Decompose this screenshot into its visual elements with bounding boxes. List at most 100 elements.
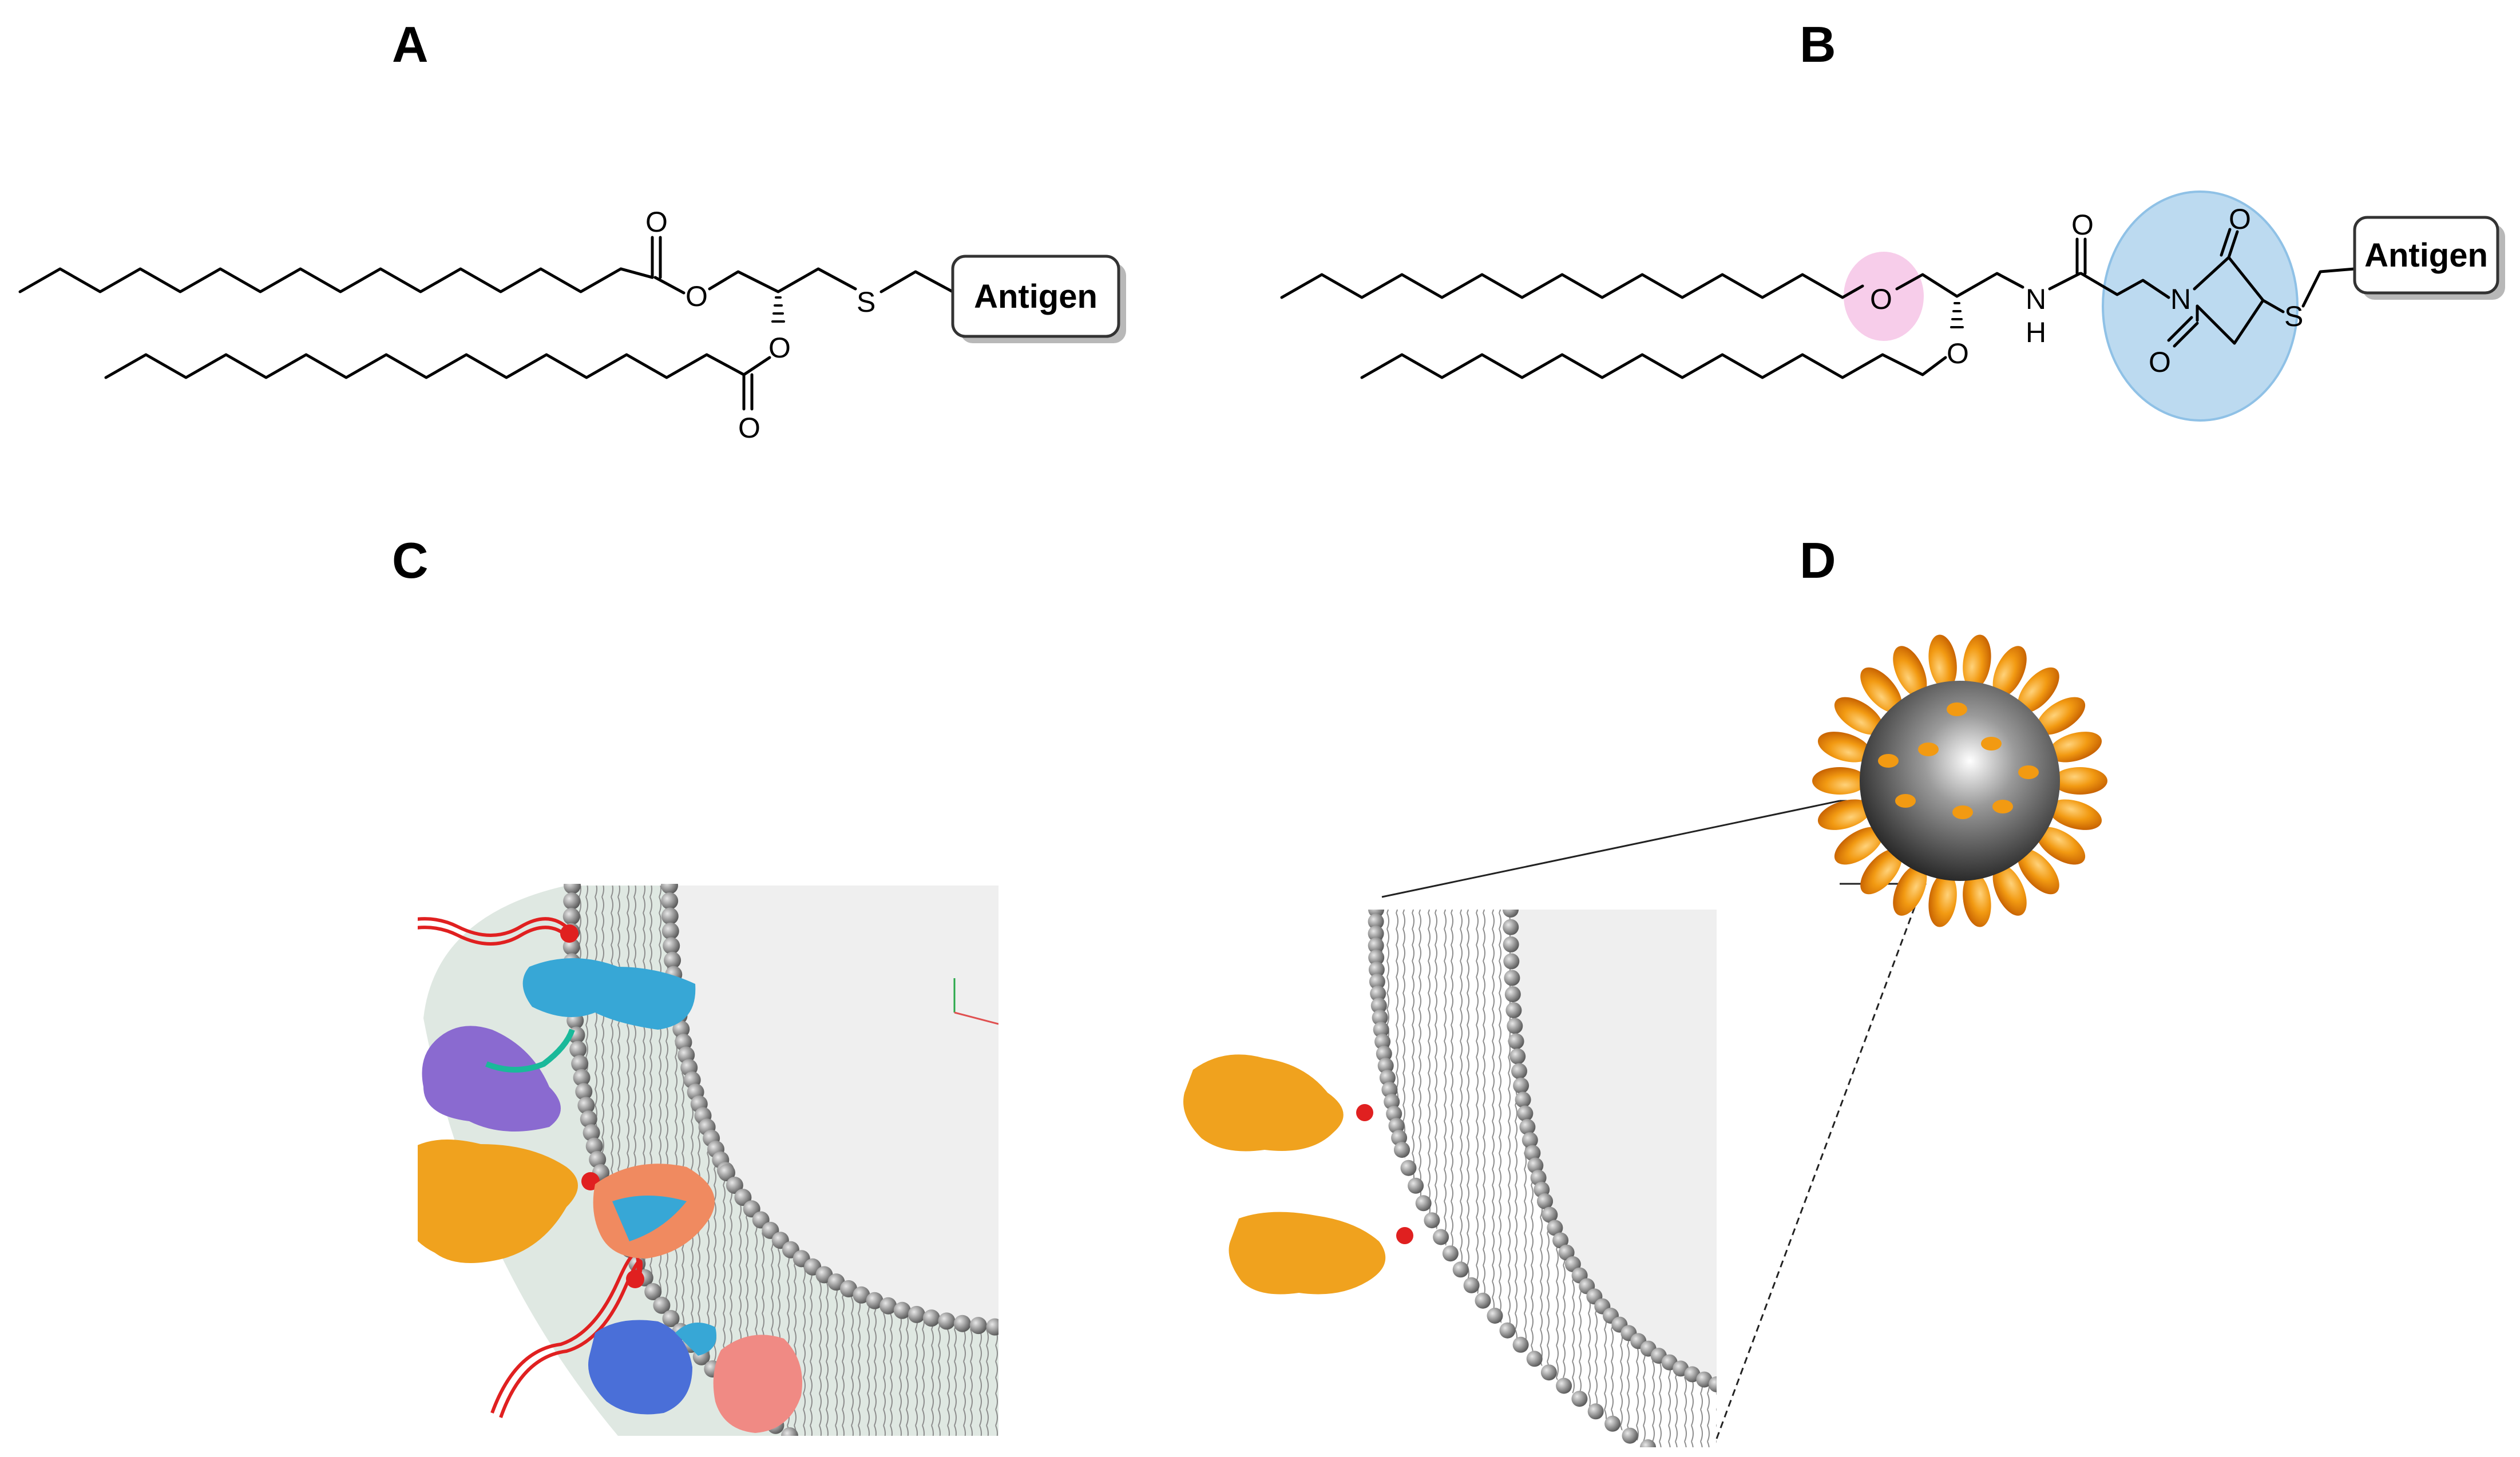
nanoparticle-spike <box>1963 872 1991 927</box>
panel-d-inner-leaflet-beads <box>1503 910 1717 1392</box>
panel-label-a: A <box>392 16 429 73</box>
structure-a-ester-oxygen-top: O <box>686 280 708 312</box>
membrane-bead <box>575 1083 593 1101</box>
membrane-bead <box>1368 914 1384 930</box>
structure-b-amide-hydrogen: H <box>2026 316 2046 348</box>
panel-c-anchor-bottom <box>626 1270 644 1288</box>
panel-d-nanoparticle-surface-dots <box>1878 702 2039 819</box>
structure-a-ester-oxygen-bottom: O <box>768 332 791 364</box>
membrane-bead <box>1507 1018 1523 1034</box>
structure-a-lower-acyl-chain <box>104 353 746 379</box>
panel-c-protein-orange <box>418 1140 578 1263</box>
membrane-bead <box>1505 1002 1522 1019</box>
membrane-bead <box>953 1315 971 1332</box>
membrane-bead <box>661 922 679 940</box>
panel-c-axis-glyph-red <box>954 1011 999 1025</box>
membrane-bead <box>840 1280 857 1297</box>
nanoparticle-spike <box>1812 767 1867 795</box>
panel-d-protein-orange-upper <box>1183 1054 1344 1152</box>
panel-c-protein-cyan-top <box>522 958 696 1030</box>
panel-d-anchor-lower <box>1396 1227 1413 1244</box>
membrane-bead <box>1400 1160 1417 1176</box>
membrane-bead <box>571 1055 589 1073</box>
membrane-bead <box>585 1137 603 1155</box>
nanoparticle-surface-antigen <box>1918 743 1939 756</box>
membrane-bead <box>1368 962 1385 978</box>
membrane-bead <box>1640 1439 1656 1447</box>
membrane-bead <box>1524 1145 1541 1161</box>
membrane-bead <box>1377 1058 1394 1074</box>
membrane-bead <box>1384 1094 1400 1110</box>
panel-c-liposome-illustration <box>418 884 999 1436</box>
nanoparticle-spike <box>1860 667 1902 713</box>
structure-b-ring-oxygen-top: O <box>2229 203 2251 235</box>
nanoparticle-spike <box>2036 827 2086 865</box>
nanoparticle-surface-antigen <box>1878 754 1899 768</box>
membrane-bead <box>1504 970 1520 986</box>
membrane-bead <box>1517 1105 1534 1122</box>
structure-a-carbonyl-oxygen-top: O <box>645 206 668 238</box>
membrane-bead <box>1696 1371 1713 1388</box>
membrane-bead <box>1376 1046 1392 1062</box>
panel-label-d: D <box>1800 532 1836 589</box>
nanoparticle-surface-antigen <box>1981 737 2002 751</box>
panel-c-interior <box>669 886 999 1327</box>
membrane-bead <box>661 884 678 894</box>
membrane-bead <box>893 1301 911 1319</box>
structure-b-amide-nitrogen: N <box>2026 283 2046 315</box>
membrane-bead <box>1527 1157 1544 1174</box>
panel-d-zoom-line-top <box>1381 800 1840 898</box>
membrane-bead <box>1368 926 1384 942</box>
membrane-bead <box>1370 986 1386 1002</box>
structure-a-upper-acyl-chain <box>18 267 654 293</box>
structure-a-stereo-hash <box>771 296 785 323</box>
membrane-bead <box>663 937 680 955</box>
membrane-bead <box>644 1283 662 1300</box>
panel-d-nanoparticle-core <box>1860 681 2060 881</box>
structure-b-ether-highlight <box>1844 252 1924 341</box>
structure-b-antigen-box <box>2353 216 2499 295</box>
membrane-bead <box>1511 1063 1527 1079</box>
membrane-bead <box>718 1164 735 1181</box>
membrane-bead <box>1526 1351 1543 1367</box>
nanoparticle-surface-antigen <box>2018 765 2039 779</box>
structure-a-antigen-box <box>951 255 1120 338</box>
nanoparticle-spike <box>1992 646 2027 697</box>
membrane-bead <box>672 1021 690 1038</box>
membrane-bead <box>1463 1277 1480 1293</box>
nanoparticle-surface-antigen <box>1952 805 1973 819</box>
membrane-bead <box>661 892 679 910</box>
membrane-bead <box>562 938 580 956</box>
nanoparticle-surface-antigen <box>1895 794 1916 808</box>
structure-b-sulfur: S <box>2284 300 2303 332</box>
structure-b-ring-nitrogen: N <box>2170 283 2191 315</box>
membrane-bead <box>1373 1022 1389 1038</box>
membrane-bead <box>1388 1118 1405 1134</box>
nanoparticle-spike <box>1992 864 2027 916</box>
membrane-bead <box>1709 1376 1717 1392</box>
structure-b-diether-lipid: O O N H O N O O S Ant <box>1280 190 2505 422</box>
structure-b-stereo-hash <box>1950 302 1964 328</box>
membrane-bead <box>569 1041 587 1058</box>
membrane-bead <box>938 1312 956 1330</box>
structure-b-ether-oxygen-top: O <box>1870 283 1892 315</box>
membrane-bead <box>1368 950 1385 966</box>
membrane-bead <box>1499 1322 1516 1339</box>
nanoparticle-spike <box>1834 697 1883 735</box>
membrane-bead <box>1509 1048 1526 1065</box>
nanoparticle-spike <box>1834 827 1883 865</box>
membrane-bead <box>1622 1427 1638 1444</box>
membrane-bead <box>1519 1119 1536 1136</box>
membrane-bead <box>1515 1091 1531 1108</box>
membrane-bead <box>726 1177 743 1194</box>
membrane-bead <box>1394 1142 1410 1158</box>
membrane-bead <box>1503 910 1519 918</box>
panel-c-protein-salmon <box>713 1335 802 1433</box>
membrane-bead <box>1368 938 1384 954</box>
membrane-bead <box>1512 1336 1529 1353</box>
membrane-bead <box>1475 1292 1491 1309</box>
panel-c-protein-blue <box>588 1320 716 1415</box>
membrane-bead <box>1379 1070 1396 1086</box>
structure-b-amide-oxygen: O <box>2071 209 2094 241</box>
nanoparticle-spike <box>1893 646 1927 697</box>
